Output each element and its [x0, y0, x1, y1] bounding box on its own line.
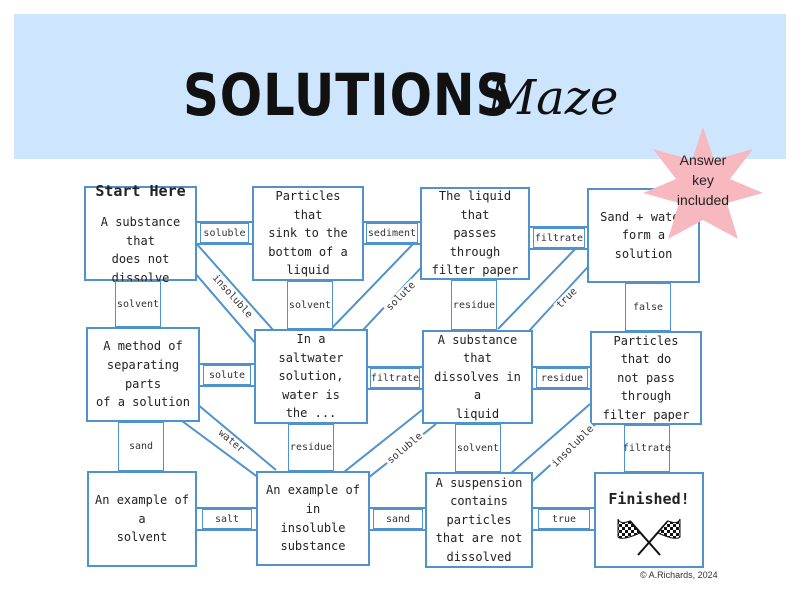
box-text-line: Particles that do [613, 333, 679, 367]
maze-label: true [538, 509, 590, 529]
answer-key-text: Answer key included [668, 150, 738, 210]
maze-label: solute [203, 365, 251, 385]
box-text-line: liquid [286, 263, 330, 278]
box-text-line: filter paper [431, 263, 519, 278]
maze-box-finished: Finished! [594, 472, 704, 568]
maze-box: Particles that do not pass through filte… [590, 331, 702, 425]
maze-label: sand [118, 422, 164, 471]
box-text-line: sink to the [268, 226, 348, 241]
box-text-line: solvent [116, 530, 168, 545]
box-text-line: substance [280, 539, 346, 554]
maze-label: solvent [287, 281, 333, 329]
box-text-line: Particles that [275, 189, 341, 222]
maze-box: The liquid that passes through filter pa… [420, 187, 530, 280]
box-text-line: insoluble [280, 520, 346, 535]
box-text-line: Sand + water [600, 209, 687, 224]
checkered-flags-icon [617, 519, 681, 556]
title-script: Maze [487, 70, 619, 126]
box-text-line: contains particles [446, 494, 512, 527]
finished-heading: Finished! [608, 490, 690, 508]
box-text-line: In a saltwater [278, 332, 344, 365]
title-main: SOLUTIONS [183, 61, 513, 129]
maze-label: salt [202, 509, 252, 529]
maze-label: filtrate [370, 368, 420, 388]
maze-box-start: Start Here A substance that does not dis… [84, 182, 197, 285]
box-text-line: A method of [103, 339, 183, 354]
box-text-line: bottom of a [268, 244, 348, 259]
maze-label: residue [536, 368, 588, 388]
maze-label: filtrate [533, 228, 585, 248]
box-text-line: The liquid that [438, 189, 512, 222]
maze-box: A suspension contains particles that are… [425, 472, 533, 568]
maze-box: In a saltwater solution, water is the ..… [254, 329, 368, 424]
box-text-line: A substance that [100, 214, 181, 248]
box-text-line: A substance that [437, 332, 518, 366]
maze-box: Particles that sink to the bottom of a l… [252, 186, 364, 281]
maze-label: filtrate [623, 425, 671, 472]
box-text-line: separating parts [106, 357, 180, 391]
box-text-line: dissolved [446, 549, 512, 564]
box-text-line: A suspension [435, 475, 523, 490]
maze-label: residue [451, 280, 497, 330]
badge-line: included [676, 192, 730, 208]
box-text-line: An example of in [266, 483, 360, 516]
box-text-line: solution, water is [278, 369, 344, 402]
maze-label: residue [288, 424, 334, 471]
badge-line: Answer [679, 152, 727, 168]
copyright-text: © A.Richards, 2024 [640, 570, 718, 580]
box-text-line: that are not [435, 531, 523, 546]
badge-line: key [692, 172, 714, 188]
box-text-line: liquid [455, 406, 500, 421]
box-text-line: filter paper [602, 407, 690, 422]
maze-label: solvent [455, 424, 501, 472]
box-text-line: passes through [449, 226, 501, 259]
box-text-line: the ... [285, 406, 337, 421]
maze-box: A substance that dissolves in a liquid [422, 330, 533, 424]
maze-box: A method of separating parts of a soluti… [86, 327, 200, 422]
maze-label: solvent [115, 281, 161, 327]
box-text-line: form a solution [614, 228, 673, 261]
start-here-heading: Start Here [95, 181, 186, 200]
maze-label: sand [373, 509, 423, 529]
maze-box: An example of in insoluble substance [256, 471, 370, 566]
maze-label: soluble [200, 223, 249, 243]
box-text-line: of a solution [96, 395, 190, 410]
maze-label: sediment [366, 223, 418, 243]
answer-key-badge [643, 127, 763, 239]
maze-box: An example of a solvent [87, 471, 197, 567]
title-banner [14, 14, 786, 159]
box-text-line: not pass through [617, 370, 675, 404]
box-text-line: An example of a [95, 493, 189, 526]
box-text-line: dissolves in a [434, 369, 521, 403]
maze-label: false [625, 283, 671, 331]
